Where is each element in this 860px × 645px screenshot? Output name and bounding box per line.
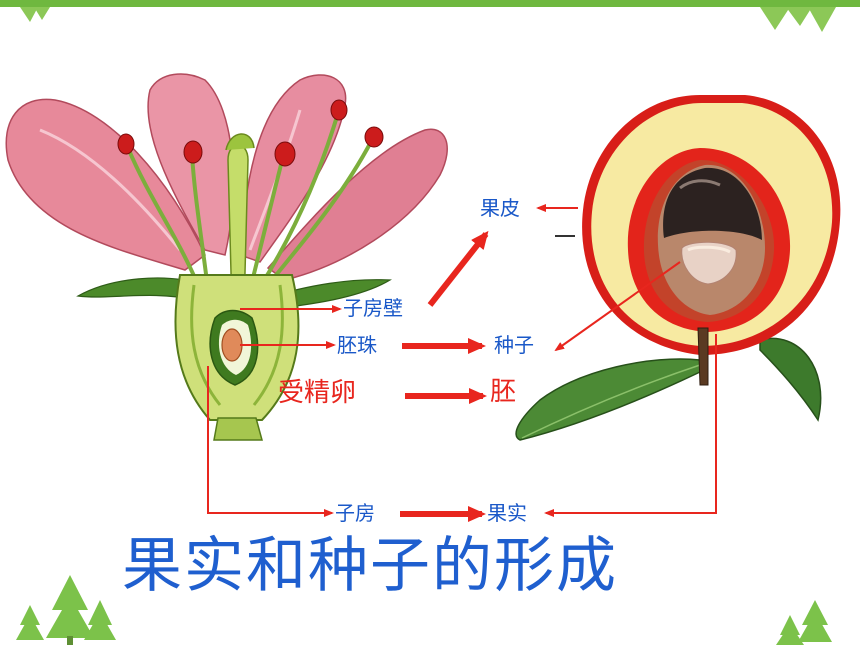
peach-stalk	[697, 327, 709, 386]
arrow-peach-seed-to-seed	[554, 261, 681, 352]
peach-seed-coat	[663, 167, 762, 240]
label-ovule: 胚珠	[337, 333, 377, 357]
flower-stem	[213, 417, 263, 441]
label-pericarp: 果皮	[480, 196, 520, 220]
left-petal	[5, 98, 206, 271]
peach-leaf-right	[759, 337, 822, 422]
ovule-shape	[221, 328, 243, 362]
label-ovary: 子房	[335, 501, 375, 525]
bottom-left-trees-icon	[16, 575, 116, 645]
flower-illustration	[5, 73, 448, 441]
connector-peach-to-fruit	[544, 334, 717, 517]
right-petal	[266, 128, 448, 281]
arrow-ovary-wall-to-pericarp	[427, 230, 489, 307]
left-sepal	[76, 277, 206, 301]
label-fruit: 果实	[487, 501, 527, 525]
top-right-grass-icon	[760, 7, 836, 32]
label-seed: 种子	[494, 333, 534, 357]
top-green-bar	[0, 0, 860, 7]
label-ovary-wall: 子房壁	[343, 296, 403, 320]
peach-seed	[681, 241, 737, 285]
label-fertilized-egg: 受精卵	[278, 378, 357, 408]
slide-title: 果实和种子的形成	[122, 531, 618, 601]
peach-illustration	[515, 95, 841, 441]
connector-flower-to-ovary	[207, 366, 334, 517]
label-embryo: 胚	[490, 377, 517, 407]
bottom-right-trees-icon	[776, 600, 832, 645]
top-left-grass-icon	[20, 7, 50, 22]
